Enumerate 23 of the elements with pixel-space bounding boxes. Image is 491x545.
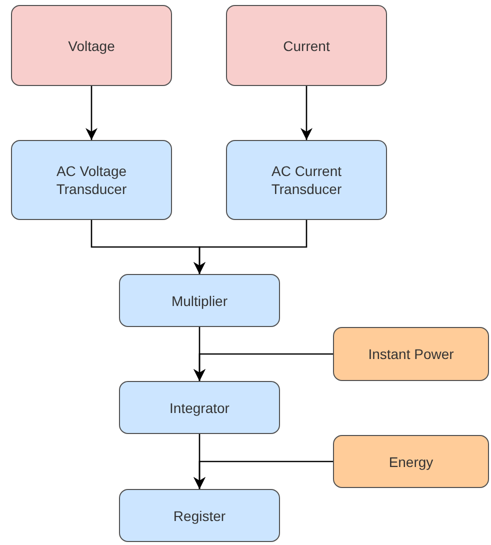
node-label: Voltage xyxy=(67,36,116,54)
arrow xyxy=(194,460,333,489)
node-label: Instant Power xyxy=(367,345,455,363)
input-box xyxy=(11,5,172,86)
arrow xyxy=(300,86,312,140)
node-label: Energy xyxy=(388,452,434,470)
node-label: AC Voltage Transducer xyxy=(55,162,128,198)
node-label: Multiplier xyxy=(170,292,228,310)
arrow xyxy=(86,86,98,140)
node-label: Register xyxy=(172,506,227,524)
arrow xyxy=(194,220,308,274)
input-box xyxy=(226,5,387,86)
arrow xyxy=(194,353,333,381)
process-box xyxy=(119,489,280,542)
node-label: AC Current Transducer xyxy=(270,162,343,198)
process-box xyxy=(11,140,172,220)
output-box xyxy=(333,435,489,488)
process-box xyxy=(119,381,280,434)
node-label: Integrator xyxy=(168,398,230,416)
process-box xyxy=(119,274,280,327)
node-label: Current xyxy=(282,36,331,54)
output-box xyxy=(333,327,489,381)
process-box xyxy=(226,140,387,220)
